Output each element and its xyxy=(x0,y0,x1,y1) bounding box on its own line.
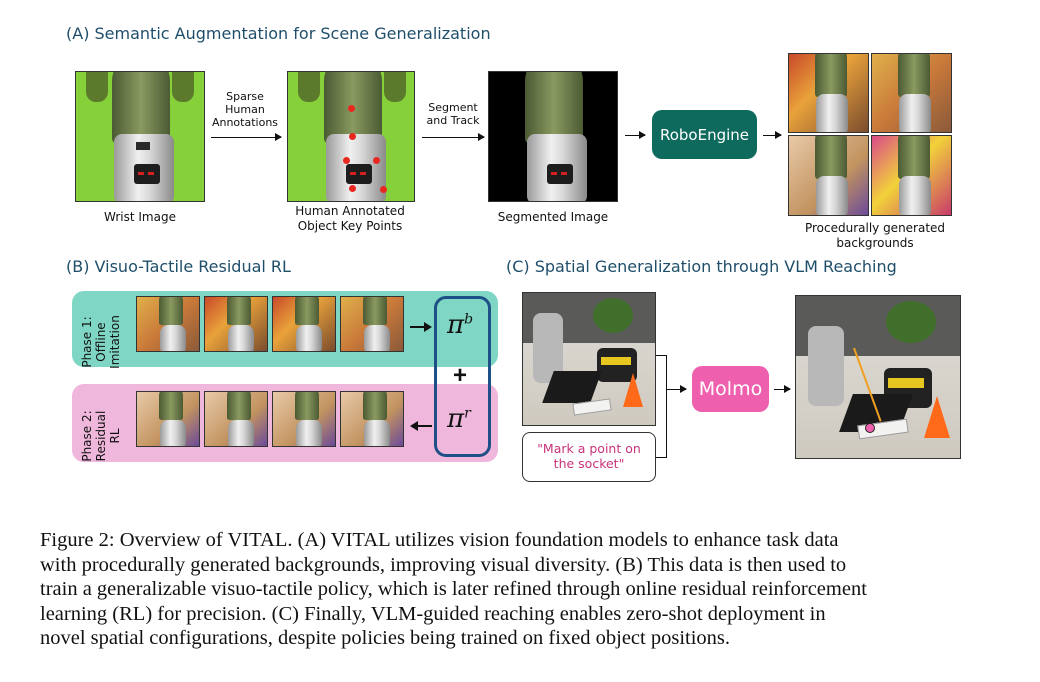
phase1-frame-3 xyxy=(272,296,336,352)
wrist-image xyxy=(75,71,205,202)
segmented-image-label: Segmented Image xyxy=(497,210,609,224)
generated-background-1 xyxy=(788,53,869,133)
caption-line: novel spatial configurations, despite po… xyxy=(40,627,731,649)
molmo-box: Molmo xyxy=(692,366,769,412)
phase1-label: Phase 1: Offline Imitation xyxy=(80,315,122,369)
arrow-from-pi-r xyxy=(410,421,432,431)
scene-image-input xyxy=(522,292,656,426)
phase2-frame-3 xyxy=(272,391,336,447)
keypoint xyxy=(380,186,387,193)
connector xyxy=(656,355,666,356)
segmented-image xyxy=(488,71,618,202)
wrist-image-label: Wrist Image xyxy=(104,210,176,224)
roboengine-label: RoboEngine xyxy=(659,125,750,144)
phase1-frame-1 xyxy=(136,296,200,352)
section-c-title: (C) Spatial Generalization through VLM R… xyxy=(506,257,897,276)
phase1-frame-2 xyxy=(204,296,268,352)
target-point xyxy=(865,423,875,433)
generated-background-2 xyxy=(871,53,952,133)
arrow-to-roboengine xyxy=(625,131,646,139)
caption-line: train a generalizable visuo-tactile poli… xyxy=(40,578,867,600)
molmo-label: Molmo xyxy=(698,378,763,400)
policy-box xyxy=(434,296,491,457)
segment-track-label: Segment and Track xyxy=(426,101,480,127)
pi-b-symbol: πb xyxy=(447,310,474,340)
phase2-frame-1 xyxy=(136,391,200,447)
prompt-box xyxy=(522,432,656,482)
caption-line: Figure 2: Overview of VITAL. (A) VITAL u… xyxy=(40,529,839,551)
arrow-to-pi-b xyxy=(410,322,432,332)
generated-label: Procedurally generated backgrounds xyxy=(804,221,946,250)
prompt-text: "Mark a point on the socket" xyxy=(537,441,641,471)
keypoint xyxy=(348,105,355,112)
arrow-segment-track xyxy=(422,133,485,141)
keypoint xyxy=(373,157,380,164)
figure-caption: Figure 2: Overview of VITAL. (A) VITAL u… xyxy=(40,528,1000,651)
roboengine-box: RoboEngine xyxy=(652,110,757,159)
caption-line: learning (RL) for precision. (C) Finally… xyxy=(40,602,826,625)
generated-background-3 xyxy=(788,135,869,216)
pi-r-symbol: πr xyxy=(447,404,471,434)
phase2-label: Phase 2: Residual RL xyxy=(80,410,122,462)
caption-line: with procedurally generated backgrounds,… xyxy=(40,553,847,576)
phase2-frame-2 xyxy=(204,391,268,447)
section-b-title: (B) Visuo-Tactile Residual RL xyxy=(66,257,291,276)
arrow-to-generated xyxy=(763,131,782,139)
keypoint xyxy=(349,133,356,140)
annotated-image-label: Human Annotated Object Key Points xyxy=(295,204,405,233)
scene-image-output xyxy=(795,295,961,459)
arrow-sparse-annotations xyxy=(211,133,282,141)
section-a-title: (A) Semantic Augmentation for Scene Gene… xyxy=(66,24,491,43)
generated-background-4 xyxy=(871,135,952,216)
annotated-image xyxy=(287,71,415,202)
keypoint xyxy=(349,185,356,192)
arrow-to-molmo xyxy=(666,385,687,393)
phase1-frame-4 xyxy=(340,296,404,352)
arrow-from-molmo xyxy=(774,385,791,393)
connector xyxy=(666,355,667,458)
keypoint xyxy=(343,157,350,164)
phase2-frame-4 xyxy=(340,391,404,447)
sparse-annotations-label: Sparse Human Annotations xyxy=(211,90,279,129)
plus-sign: + xyxy=(453,362,468,389)
connector xyxy=(656,457,666,458)
